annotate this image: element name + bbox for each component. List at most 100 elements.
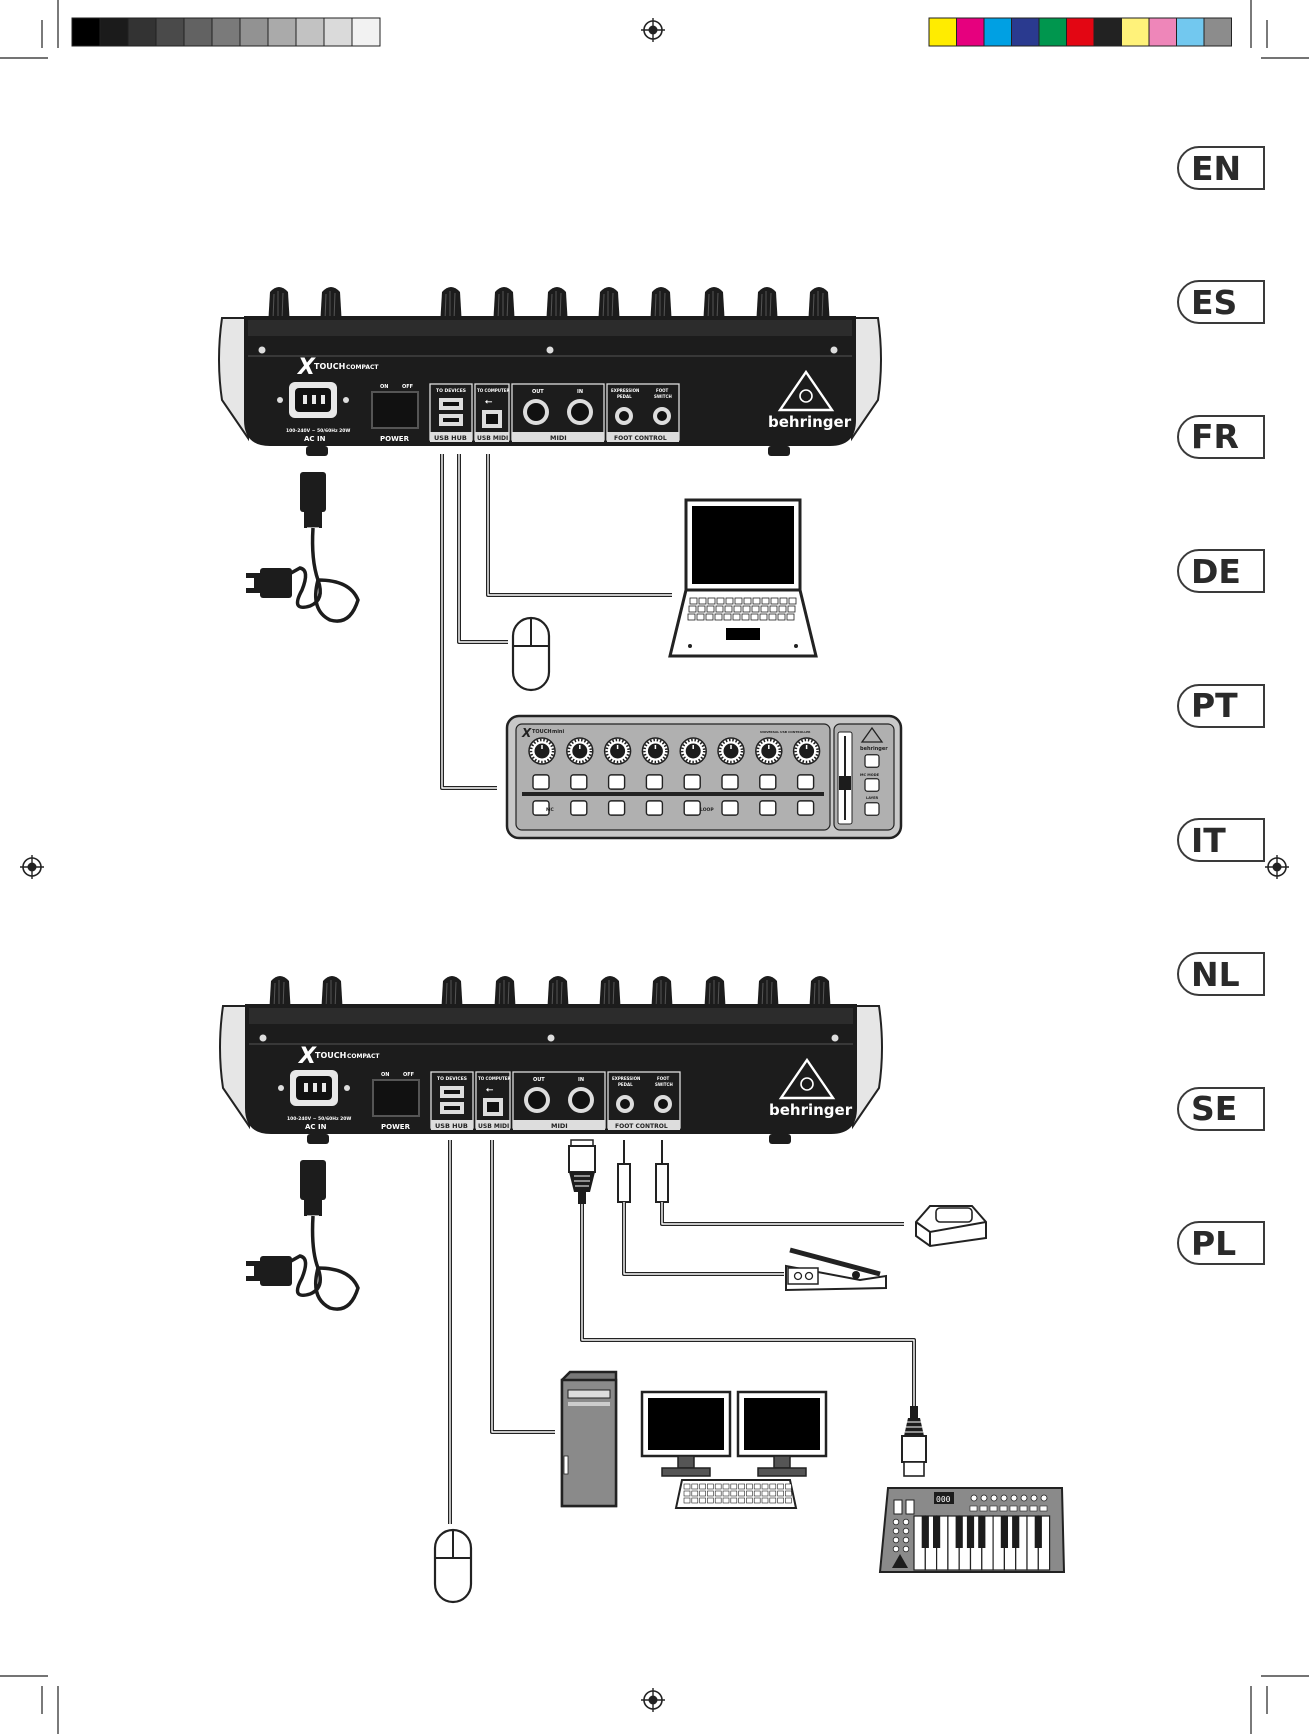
footswitch-jack-plug [655, 1140, 669, 1203]
usb-icon: ⭠ [486, 1085, 494, 1095]
mini-encoder-knob [641, 736, 670, 766]
power-cable-top [246, 472, 360, 623]
mini-mc-mode-label: MC MODE [860, 773, 880, 777]
expression-label-2: PEDAL [618, 1082, 633, 1087]
midi-label: MIDI [550, 434, 567, 442]
color-swatch [1011, 17, 1040, 47]
mini-encoder-knob [527, 736, 557, 766]
usb-midi-label: USB MIDI [478, 1123, 509, 1130]
mini-loop-label: LOOP [700, 807, 714, 813]
xtouch-mini-controller: X TOUCH mini UNIVERSAL USB CONTROLLER MC… [505, 714, 903, 840]
behringer-logo-icon [778, 1057, 836, 1100]
foot-switch-label-1: FOOT [656, 388, 669, 393]
behringer-logo-icon [777, 369, 835, 412]
behringer-logo-text: behringer [768, 413, 852, 431]
switch-off-label: OFF [403, 1072, 414, 1078]
language-tab-label: PL [1191, 1223, 1237, 1263]
midi-in-label: IN [578, 1077, 584, 1083]
language-tab-es[interactable]: ES [1177, 280, 1265, 325]
language-tab-de[interactable]: DE [1177, 549, 1265, 594]
language-tab-pl[interactable]: PL [1177, 1221, 1265, 1266]
mini-logo-touch: TOUCH [532, 729, 552, 735]
power-switch[interactable] [371, 391, 419, 429]
behringer-logo-text: behringer [769, 1101, 853, 1119]
mini-encoder-knob [565, 736, 595, 766]
mini-encoder-knob [603, 736, 632, 766]
language-tab-label: DE [1191, 551, 1241, 591]
xtouch-compact-rear-top: X TOUCH COMPACT 100-240V ~ 50/60Hz 20W A… [218, 286, 882, 456]
midi-din-plug-top [568, 1139, 596, 1204]
color-swatch [1038, 17, 1067, 47]
model-logo-x: X [296, 355, 316, 380]
to-devices-label: TO DEVICES [436, 388, 466, 394]
registration-mark-top [641, 18, 665, 42]
keyboard-display: 000 [936, 1495, 951, 1504]
mini-button [532, 774, 550, 790]
mini-layer-label: LAYER [866, 796, 879, 800]
switch-off-label: OFF [402, 384, 413, 390]
language-tab-nl[interactable]: NL [1177, 952, 1265, 997]
mini-button [645, 800, 664, 816]
color-swatch [928, 17, 957, 47]
language-tab-fr[interactable]: FR [1177, 414, 1265, 459]
mini-button [683, 774, 701, 790]
gray-swatch [267, 17, 297, 47]
piano-black-key [921, 1516, 929, 1548]
language-tab-it[interactable]: IT [1177, 818, 1265, 862]
mini-encoder-knob [754, 736, 784, 766]
usb-hub-label: USB HUB [434, 434, 467, 442]
usb-mouse-top [511, 616, 551, 692]
model-logo-touch: TOUCH [315, 1051, 346, 1060]
power-label: POWER [380, 435, 410, 443]
footswitch-device [915, 1205, 987, 1248]
usb-mouse-bottom [433, 1528, 473, 1604]
language-tab-pt[interactable]: PT [1177, 683, 1265, 728]
color-swatch [1093, 17, 1122, 47]
expression-jack-plug [617, 1140, 631, 1203]
power-cable-bottom [246, 1160, 360, 1311]
piano-black-key [1000, 1516, 1008, 1548]
mini-button [796, 800, 815, 816]
foot-switch-label-2: SWITCH [655, 1082, 673, 1087]
foot-control-label: FOOT CONTROL [614, 435, 667, 442]
mini-button [607, 774, 626, 790]
mini-brand: behringer [860, 746, 888, 752]
piano-black-key [1012, 1516, 1020, 1548]
xtouch-compact-rear-bottom: X TOUCH COMPACT 100-240V ~ 50/60Hz 20W A… [219, 975, 883, 1144]
power-switch[interactable] [372, 1079, 420, 1117]
mini-logo-mini: mini [552, 729, 564, 735]
mini-tagline: UNIVERSAL USB CONTROLLER [760, 730, 811, 734]
midi-out-label: OUT [532, 389, 544, 395]
mini-button [607, 800, 626, 816]
mini-button [570, 774, 588, 790]
mini-encoder-knob [792, 736, 821, 766]
language-tab-se[interactable]: SE [1177, 1086, 1265, 1131]
expression-label-1: EXPRESSION [612, 1076, 640, 1081]
mini-button [721, 774, 739, 790]
language-tab-en[interactable]: EN [1177, 146, 1265, 190]
piano-black-key [1034, 1516, 1042, 1548]
switch-on-label: ON [381, 1072, 389, 1078]
model-logo-touch: TOUCH [314, 362, 345, 371]
computer-keyboard [674, 1479, 798, 1509]
foot-switch-label-1: FOOT [657, 1076, 670, 1081]
mini-button [645, 774, 664, 790]
switch-on-label: ON [380, 384, 388, 390]
expression-label-2: PEDAL [617, 394, 632, 399]
language-tab-label: IT [1191, 820, 1226, 860]
to-computer-label: TO COMPUTER [478, 1076, 511, 1081]
gray-swatch [71, 17, 101, 47]
foot-control-label: FOOT CONTROL [615, 1123, 668, 1130]
registration-mark-left [20, 855, 44, 879]
gray-swatch [351, 17, 381, 47]
expression-pedal-device [785, 1247, 887, 1292]
language-tab-label: PT [1191, 686, 1238, 726]
usb-icon: ⭠ [485, 397, 493, 407]
usb-midi-label: USB MIDI [477, 435, 508, 442]
registration-mark-right [1265, 855, 1289, 879]
piano-black-key [978, 1516, 986, 1548]
color-swatch [956, 17, 985, 47]
language-tab-label: EN [1191, 148, 1242, 188]
ac-in-label: AC IN [304, 435, 326, 443]
gray-swatch [295, 17, 325, 47]
